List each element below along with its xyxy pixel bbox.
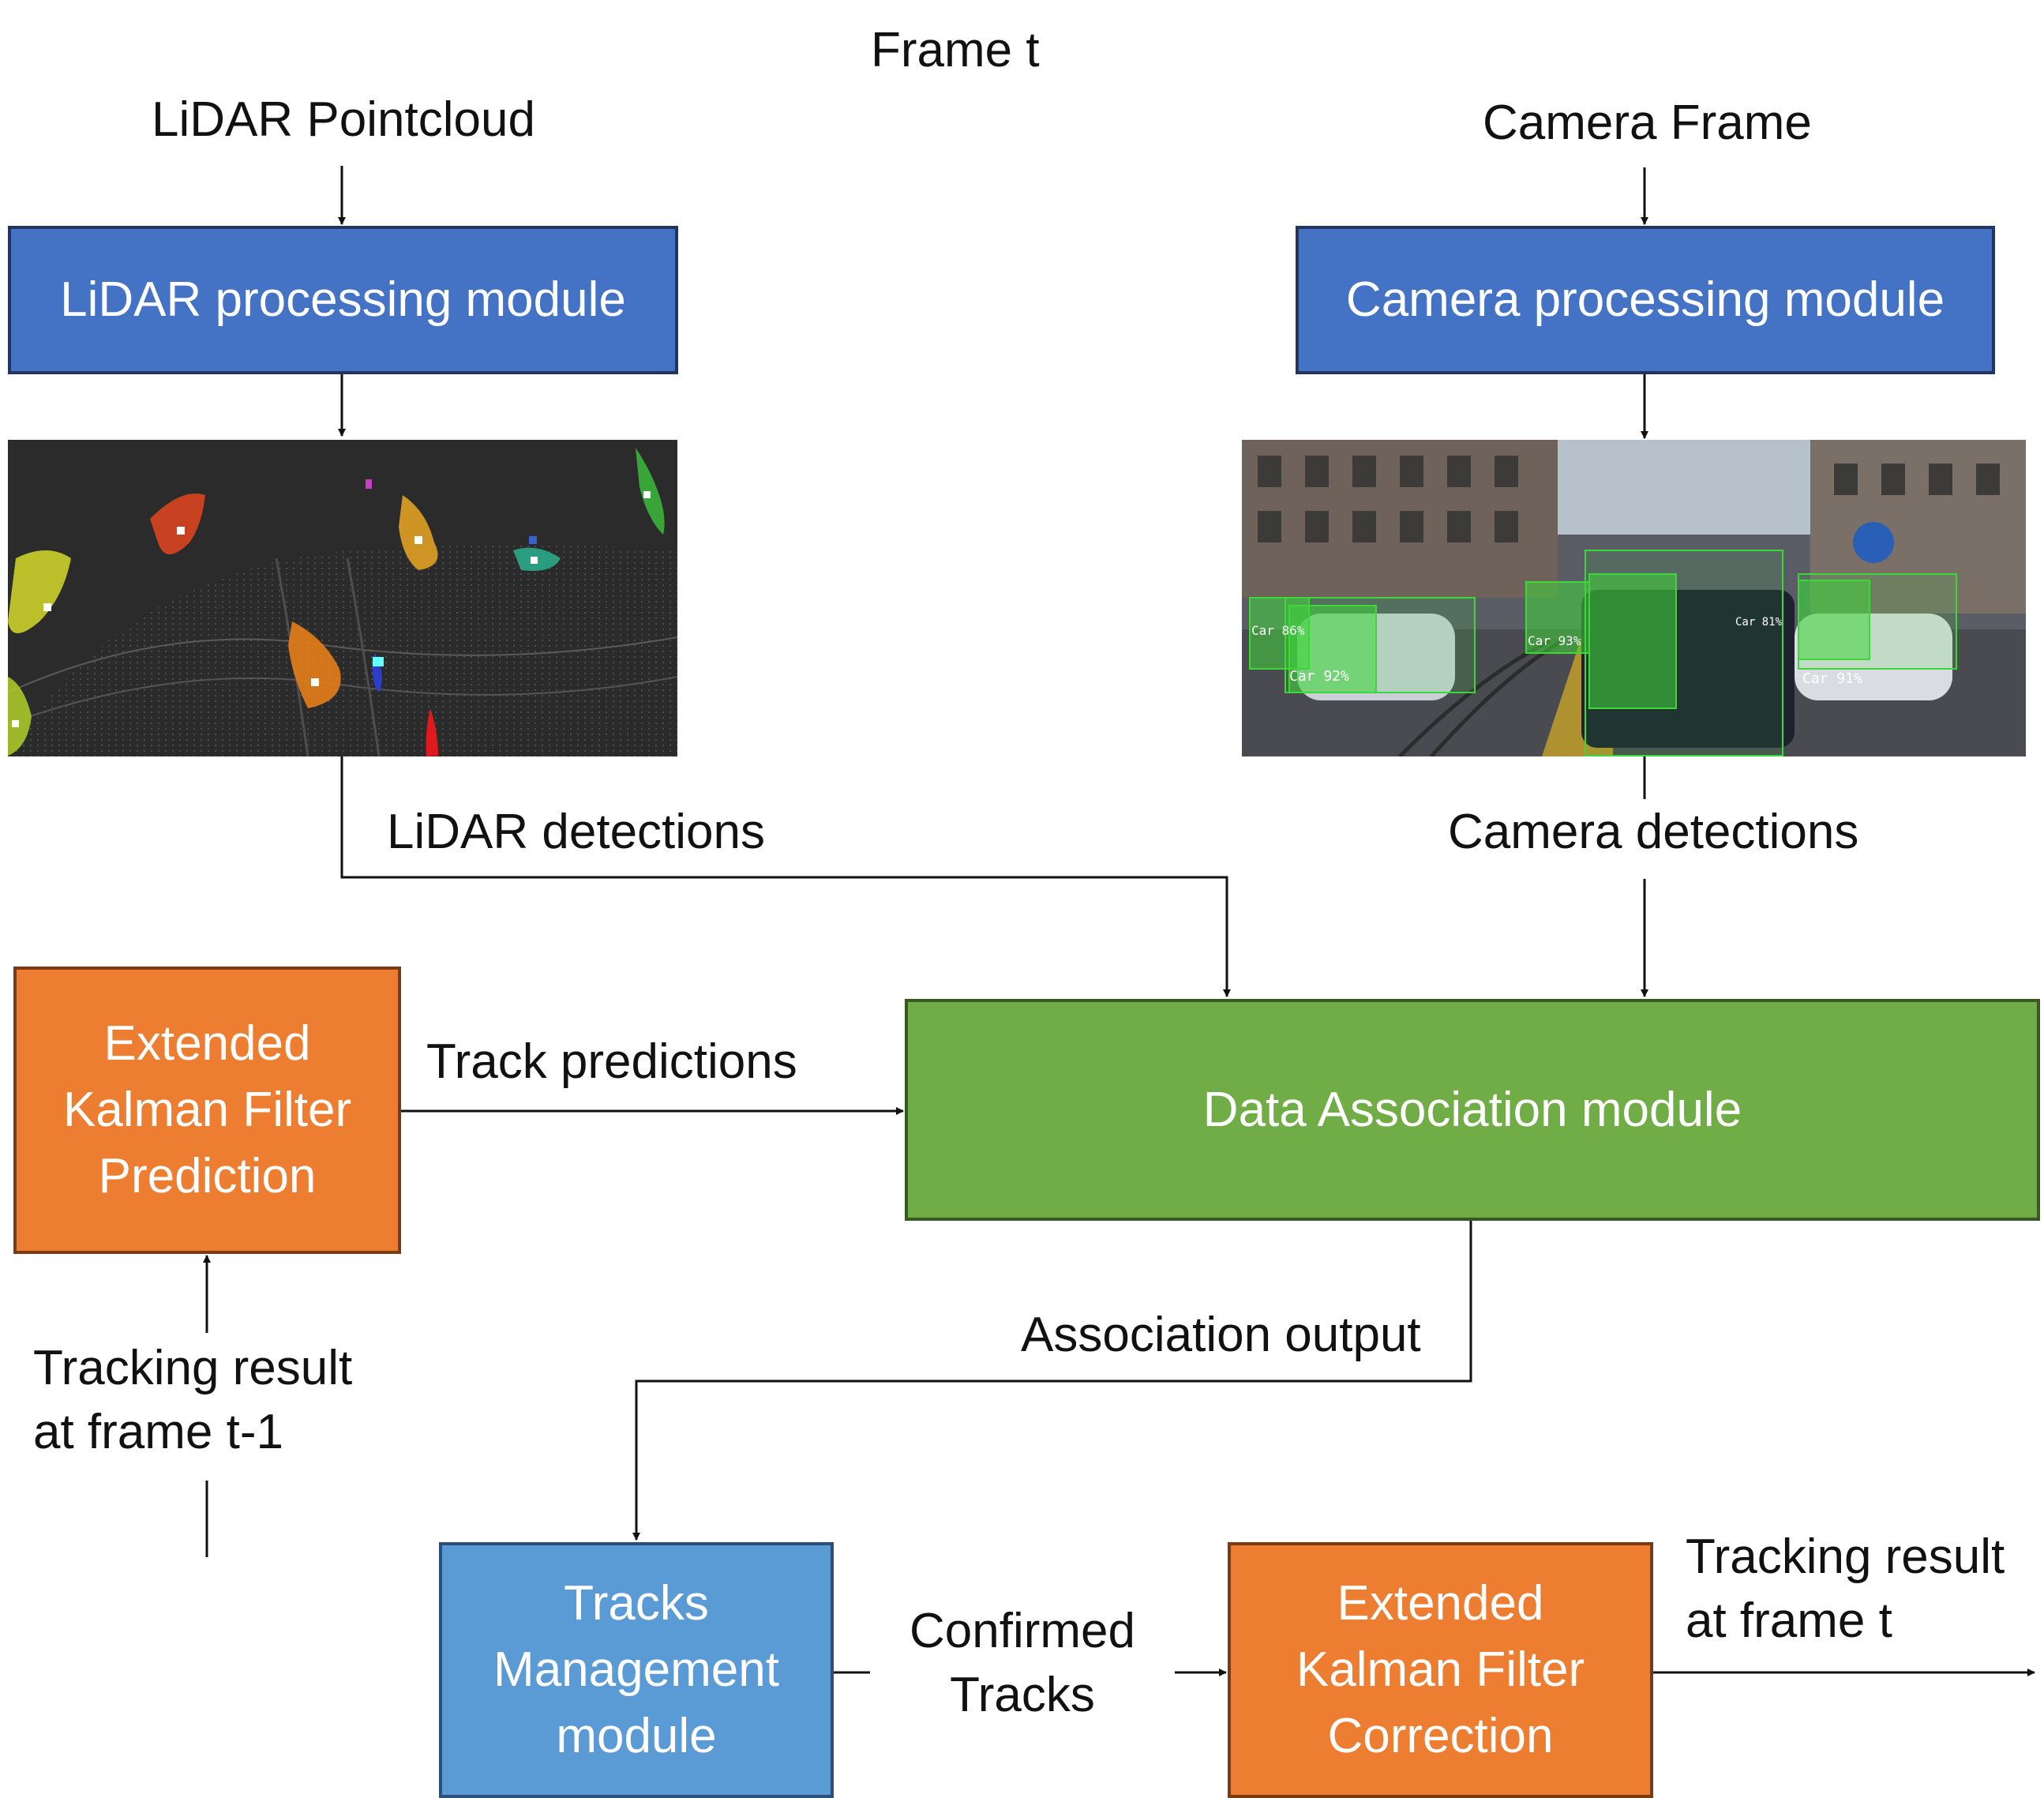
track-predictions-label: Track predictions — [426, 1034, 797, 1089]
lidar-module-label: LiDAR processing module — [60, 272, 626, 328]
detection-label-1: Car 86% — [1251, 623, 1305, 638]
detection-box-4-face — [1588, 573, 1677, 709]
tracking-out-line2: at frame t — [1686, 1593, 1892, 1648]
data-association-label: Data Association module — [1202, 1082, 1742, 1137]
detection-box-5-face — [1798, 580, 1870, 660]
lidar-detections-label: LiDAR detections — [387, 805, 766, 859]
lidar-cluster-crimson — [426, 708, 438, 756]
ekf-correction-line3: Correction — [1327, 1708, 1554, 1763]
tracks-management-module: Tracks Management module — [439, 1542, 834, 1798]
lidar-cluster-red — [150, 494, 205, 554]
tracks-line2: Management — [493, 1642, 779, 1698]
lidar-pointcloud-image — [8, 440, 677, 756]
ekf-prediction-line3: Prediction — [98, 1148, 317, 1203]
ekf-correction-box: Extended Kalman Filter Correction — [1228, 1542, 1653, 1798]
lidar-cluster-yellow — [8, 550, 71, 633]
lidar-cluster-light-orange — [288, 621, 341, 708]
ekf-correction-line2: Kalman Filter — [1296, 1642, 1585, 1698]
frame-title: Frame t — [871, 23, 1040, 77]
confirmed-line1: Confirmed — [909, 1604, 1135, 1658]
lidar-cluster-lime — [8, 677, 32, 756]
lidar-pointcloud-label: LiDAR Pointcloud — [152, 92, 535, 147]
camera-frame-image: Car 86% Car 92% Car 93% Car 81% Car 91% — [1242, 440, 2026, 756]
tracks-line3: module — [556, 1708, 717, 1763]
association-output-label: Association output — [1021, 1308, 1421, 1362]
detection-box-2-face — [1288, 605, 1377, 693]
lidar-cluster-orange — [399, 495, 438, 570]
tracking-prev-line1: Tracking result — [33, 1341, 353, 1395]
lidar-cluster-blue — [372, 653, 384, 693]
ekf-correction-line1: Extended — [1337, 1576, 1544, 1631]
detection-label-3: Car 93% — [1528, 633, 1581, 648]
lidar-processing-module: LiDAR processing module — [8, 226, 678, 374]
tracking-prev-line2: at frame t-1 — [33, 1404, 283, 1459]
detection-box-3 — [1525, 581, 1590, 654]
detection-label-4: Car 81% — [1735, 616, 1783, 629]
lidar-cluster-green — [636, 448, 665, 535]
ekf-prediction-box: Extended Kalman Filter Prediction — [13, 967, 401, 1254]
tracking-prev-label: Tracking result at frame t-1 — [33, 1337, 352, 1464]
lidar-cluster-teal — [513, 536, 561, 571]
camera-frame-label: Camera Frame — [1483, 96, 1812, 150]
data-association-module: Data Association module — [905, 999, 2040, 1221]
confirmed-line2: Tracks — [950, 1667, 1095, 1722]
tracks-line1: Tracks — [564, 1576, 709, 1631]
traffic-sign-icon — [1853, 522, 1894, 563]
camera-module-label: Camera processing module — [1345, 272, 1945, 328]
tracking-output-label: Tracking result at frame t — [1686, 1526, 2005, 1653]
confirmed-tracks-label: Confirmed Tracks — [870, 1600, 1175, 1727]
detection-label-2: Car 92% — [1289, 668, 1349, 685]
arrow-lidar-detections-to-association — [340, 756, 1231, 997]
ekf-prediction-line1: Extended — [103, 1016, 311, 1072]
ekf-prediction-line2: Kalman Filter — [62, 1083, 352, 1138]
detection-label-5: Car 91% — [1802, 670, 1862, 687]
tracking-out-line1: Tracking result — [1686, 1530, 2005, 1584]
camera-processing-module: Camera processing module — [1296, 226, 1995, 374]
lidar-cluster-magenta — [366, 479, 372, 489]
camera-detections-label: Camera detections — [1448, 805, 1859, 859]
arrow-association-output — [632, 1221, 1472, 1541]
